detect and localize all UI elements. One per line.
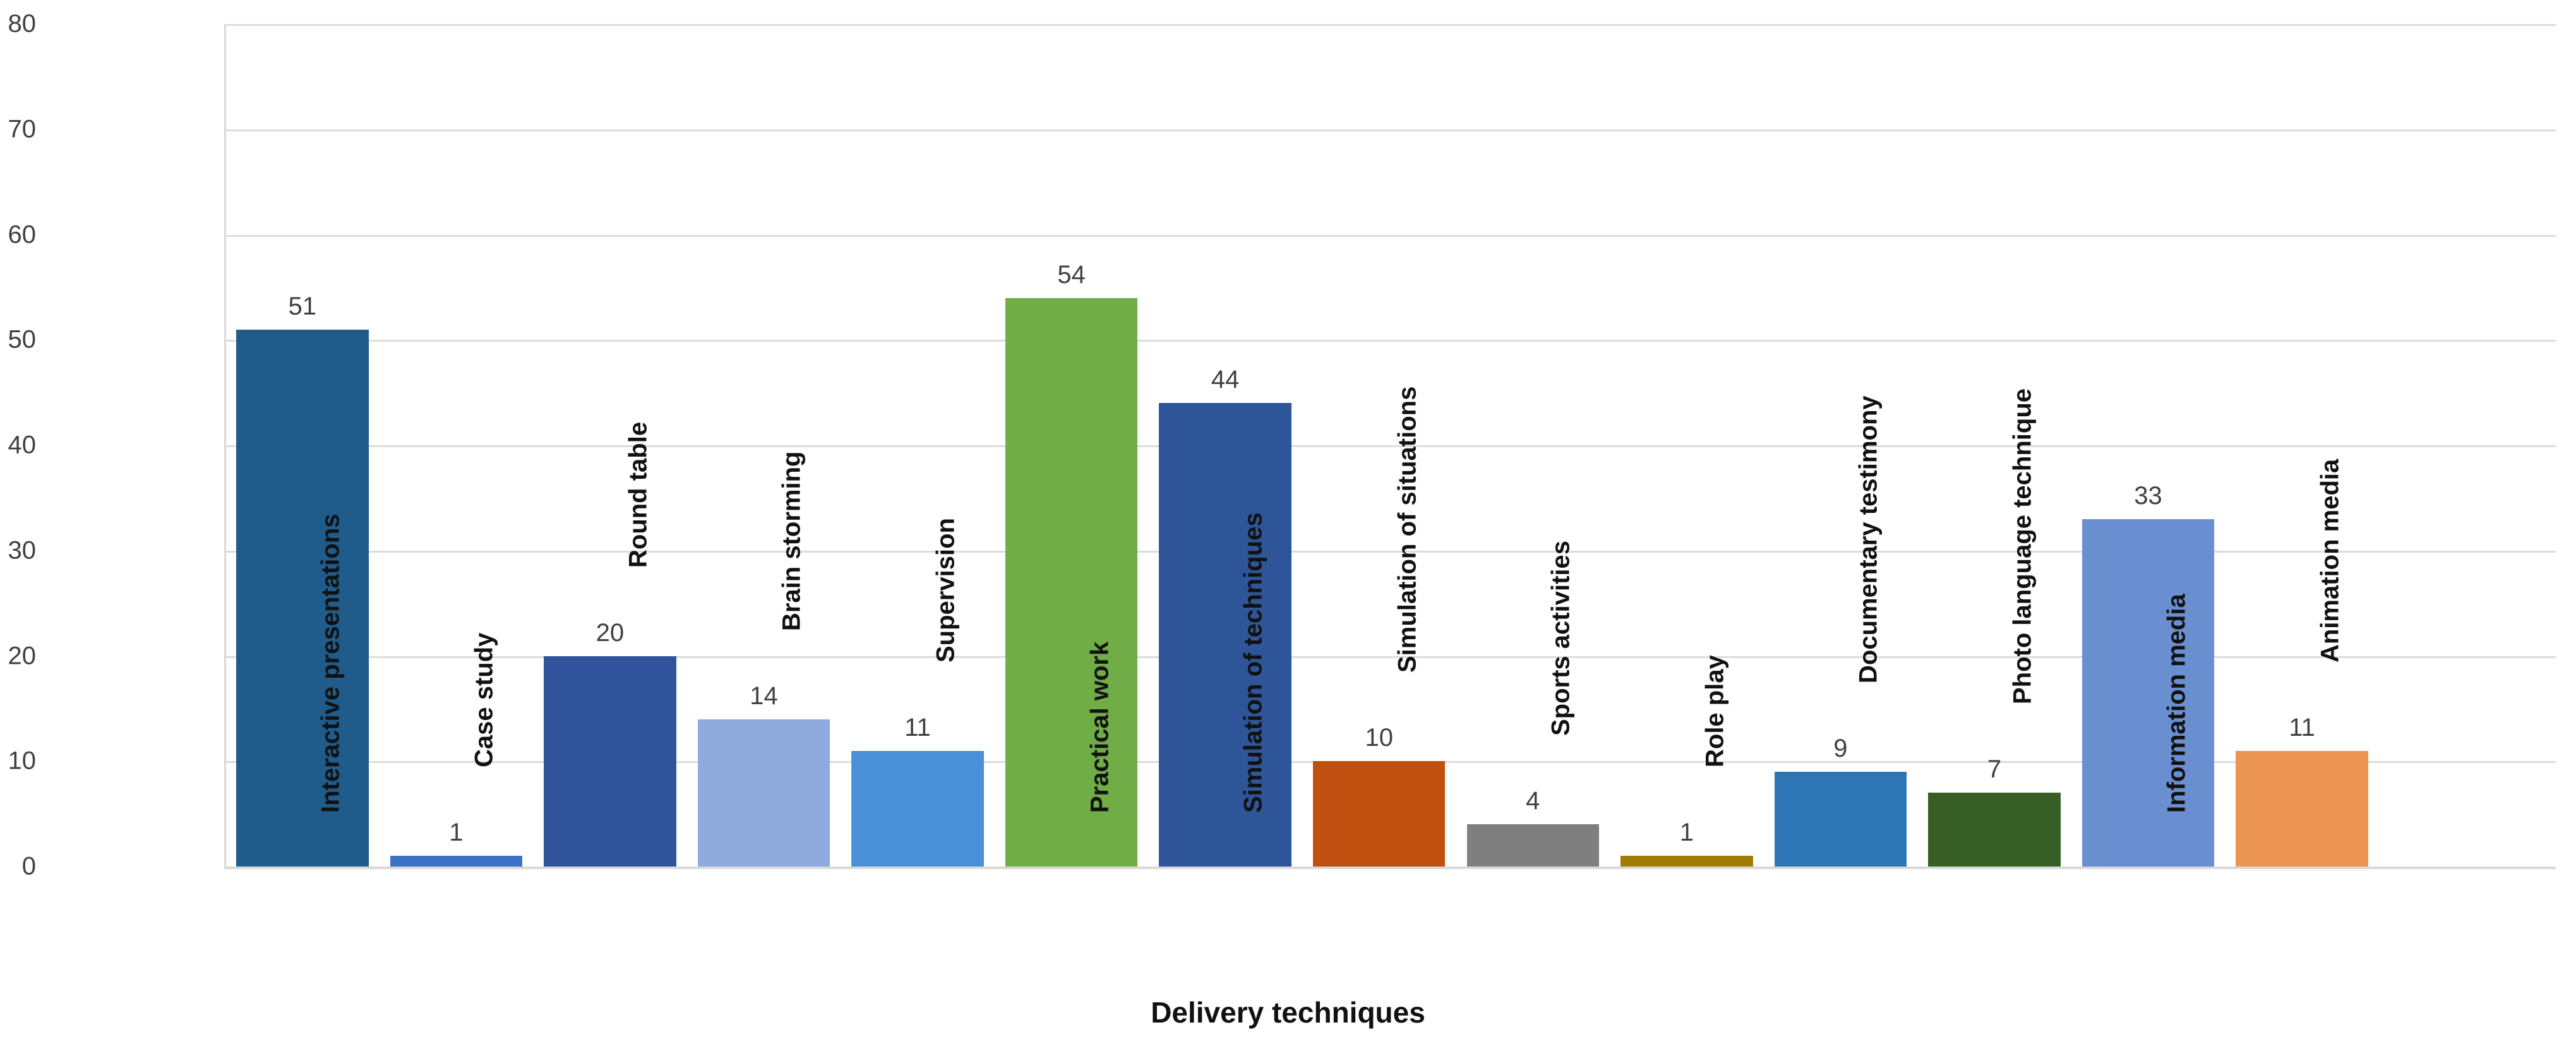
bar-photo-language-technique[interactable] <box>1928 793 2061 867</box>
axis-baseline <box>225 867 2556 869</box>
bar-slot: 20 Round table <box>544 24 676 867</box>
category-label: Sports activities <box>1547 541 1575 736</box>
gridline-50 <box>225 340 2556 342</box>
bar-role-play[interactable] <box>1620 856 1753 867</box>
bar-slot: 9 Documentary testimony <box>1774 24 1907 867</box>
bar-case-study[interactable] <box>390 856 523 867</box>
bar-value-label: 14 <box>750 681 778 710</box>
bar-practical-work[interactable] <box>1005 297 1138 867</box>
bar-slot: 11 Supervision <box>851 24 984 867</box>
bar-information-media[interactable] <box>2082 519 2215 867</box>
bar-simulation-of-techniques[interactable] <box>1159 403 1291 867</box>
bar-round-table[interactable] <box>544 656 676 867</box>
bar-value-label: 44 <box>1211 366 1240 394</box>
y-axis-tick-0: 0 <box>21 852 36 880</box>
y-axis-tick-80: 80 <box>8 9 37 38</box>
bar-value-label: 1 <box>1679 819 1694 847</box>
category-label: Interactive presentations <box>316 513 345 813</box>
category-label: Simulation of situations <box>1393 386 1422 673</box>
y-axis-line <box>224 24 226 869</box>
bar-supervision[interactable] <box>851 750 984 867</box>
y-axis-tick-labels: 0 10 20 30 40 50 60 70 80 <box>0 0 225 891</box>
gridline-40 <box>225 445 2556 447</box>
category-label: Photo language technique <box>2008 388 2037 705</box>
bar-value-label: 51 <box>288 292 317 320</box>
bar-documentary-testimony[interactable] <box>1774 771 1907 867</box>
x-axis-title: Delivery techniques <box>1151 996 1425 1029</box>
bar-value-label: 11 <box>2289 713 2315 741</box>
bar-value-label: 10 <box>1365 724 1393 752</box>
bar-slot: 1 Case study <box>390 24 523 867</box>
y-axis-tick-40: 40 <box>8 431 37 459</box>
bar-value-label: 9 <box>1833 734 1848 762</box>
category-label: Documentary testimony <box>1854 395 1883 683</box>
category-label: Supervision <box>932 517 960 663</box>
bar-slot: 14 Brain storming <box>697 24 830 867</box>
y-axis-tick-50: 50 <box>8 325 37 354</box>
category-label: Information media <box>2162 594 2191 813</box>
bar-slot: 7 Photo language technique <box>1928 24 2061 867</box>
bar-value-label: 4 <box>1526 787 1540 815</box>
bar-animation-media[interactable] <box>2236 750 2368 867</box>
bar-sports-activities[interactable] <box>1466 824 1600 867</box>
bar-value-label: 54 <box>1057 260 1086 289</box>
y-axis-tick-70: 70 <box>8 115 37 143</box>
bar-slot: 10 Simulation of situations <box>1313 24 1446 867</box>
bar-simulation-of-situations[interactable] <box>1313 761 1446 867</box>
gridline-20 <box>225 656 2556 658</box>
bar-value-label: 1 <box>449 819 464 847</box>
bar-slot: 11 Animation media <box>2236 24 2368 867</box>
gridline-70 <box>225 129 2556 131</box>
category-label: Case study <box>470 632 498 768</box>
category-label: Round table <box>624 421 652 568</box>
bar-value-label: 11 <box>904 713 931 741</box>
y-axis-tick-30: 30 <box>8 536 37 565</box>
category-label: Brain storming <box>777 451 806 631</box>
y-axis-tick-60: 60 <box>8 220 37 248</box>
bar-slot: 1 Role play <box>1620 24 1753 867</box>
bar-brain-storming[interactable] <box>697 719 830 867</box>
gridline-80 <box>225 24 2556 26</box>
category-label: Simulation of techniques <box>1239 512 1267 813</box>
bar-value-label: 33 <box>2134 481 2162 510</box>
y-axis-tick-10: 10 <box>8 747 37 775</box>
category-label: Practical work <box>1086 641 1114 813</box>
category-label: Role play <box>1701 655 1729 768</box>
bar-value-label: 20 <box>596 618 625 647</box>
gridline-30 <box>225 550 2556 553</box>
gridline-60 <box>225 234 2556 237</box>
bar-value-label: 7 <box>1987 755 2002 784</box>
bar-interactive-presentations[interactable] <box>236 329 369 867</box>
y-axis-tick-20: 20 <box>8 642 37 669</box>
bar-slot: 4 Sports activities <box>1466 24 1600 867</box>
category-label: Animation media <box>2316 459 2344 663</box>
